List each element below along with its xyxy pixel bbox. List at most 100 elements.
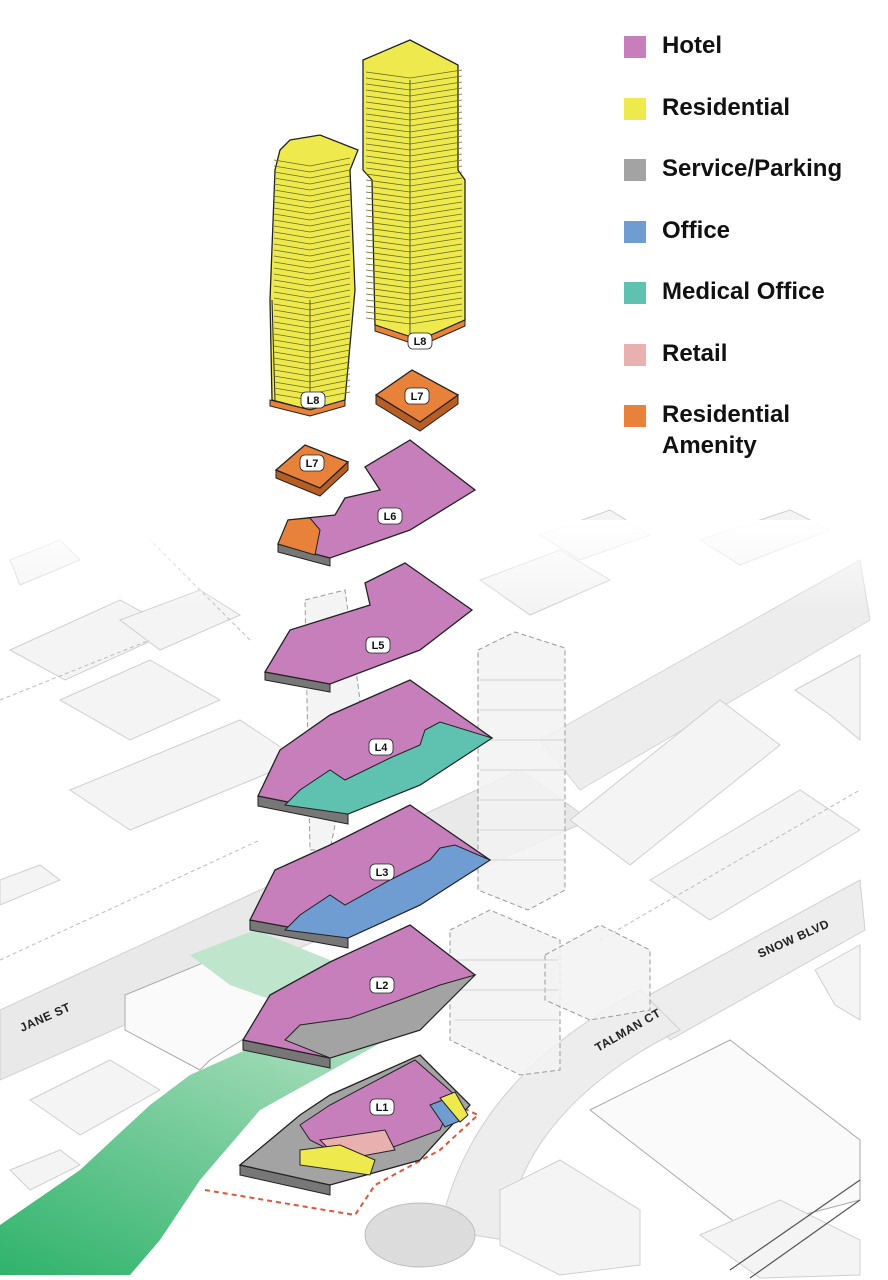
level-label-l6: L6 bbox=[377, 507, 403, 525]
tower-floor-line bbox=[273, 307, 351, 317]
tower-floor-line bbox=[273, 355, 351, 365]
svg-text:L4: L4 bbox=[375, 742, 389, 754]
svg-text:L6: L6 bbox=[384, 511, 397, 523]
tower-floor-line bbox=[365, 291, 463, 301]
tower-floor-line bbox=[365, 165, 463, 175]
tower-floor-line bbox=[365, 159, 463, 169]
legend-item-office: Office bbox=[624, 215, 730, 246]
legend-label: Office bbox=[662, 217, 731, 244]
legend-item-service-parking: Service/Parking bbox=[624, 153, 842, 184]
svg-text:L1: L1 bbox=[376, 1102, 389, 1114]
context-building bbox=[698, 1199, 861, 1279]
legend-item-retail: Retail bbox=[624, 338, 727, 369]
tower-floor-line bbox=[273, 175, 351, 185]
svg-text:L3: L3 bbox=[376, 867, 389, 879]
legend-swatch bbox=[624, 282, 646, 304]
level-label-l5: L5 bbox=[365, 636, 391, 654]
railway-line bbox=[729, 1179, 861, 1271]
tower-floor-line bbox=[365, 255, 463, 265]
level-l6 bbox=[277, 439, 477, 567]
context-building bbox=[814, 944, 861, 1021]
legend-swatch bbox=[624, 405, 646, 427]
tower-floor-line bbox=[273, 259, 351, 269]
tower-floor-line bbox=[273, 373, 351, 383]
tower-floor-line bbox=[273, 343, 351, 353]
level-l2 bbox=[241, 924, 477, 1069]
tower-floor-line bbox=[365, 189, 463, 199]
tower-floor-line bbox=[365, 297, 463, 307]
tower-floor-line bbox=[365, 171, 463, 181]
tower-floor-line bbox=[273, 283, 351, 293]
ghost-tower-floors bbox=[455, 679, 564, 1021]
legend-item-hotel: Hotel bbox=[624, 30, 722, 61]
level-label-l2: L2 bbox=[369, 976, 395, 994]
tower-floor-line bbox=[365, 99, 463, 109]
tower-floor-line bbox=[365, 201, 463, 211]
tower-floor-line bbox=[365, 213, 463, 223]
legend-swatch bbox=[624, 344, 646, 366]
tower-floor-line bbox=[273, 169, 351, 179]
cul-de-sac bbox=[364, 1202, 476, 1268]
legend-label: Residential Amenity bbox=[662, 401, 791, 459]
level-label-l8-west: L8 bbox=[300, 391, 326, 409]
tower-floor-line bbox=[365, 219, 463, 229]
tower-floor-line bbox=[273, 235, 351, 245]
level-label-l7-east: L7 bbox=[404, 387, 430, 405]
legend-swatch bbox=[624, 221, 646, 243]
level-label-l4: L4 bbox=[368, 738, 394, 756]
svg-text:L7: L7 bbox=[306, 458, 319, 470]
tower-floor-line bbox=[273, 181, 351, 191]
tower-floor-line bbox=[365, 315, 463, 325]
tower-floor-line bbox=[273, 301, 351, 311]
tower-floor-line bbox=[273, 217, 351, 227]
tower-floor-line bbox=[273, 331, 351, 341]
tower-floor-line bbox=[273, 241, 351, 251]
tower-floor-line bbox=[365, 81, 463, 91]
ghost-podium bbox=[449, 909, 561, 1076]
lot-line bbox=[0, 839, 261, 961]
context-building bbox=[0, 864, 61, 906]
tower-floor-line bbox=[365, 93, 463, 103]
tower-floor-line bbox=[365, 117, 463, 127]
tower-floor-line bbox=[365, 231, 463, 241]
tower-floor-line bbox=[365, 87, 463, 97]
context-building bbox=[9, 1149, 81, 1191]
tower-floor-line bbox=[273, 247, 351, 257]
legend-swatch bbox=[624, 98, 646, 120]
tower-floor-line bbox=[365, 111, 463, 121]
tower-floor-line bbox=[365, 147, 463, 157]
legend-item-residential: Residential bbox=[624, 92, 790, 123]
tower-floor-line bbox=[273, 361, 351, 371]
context-building bbox=[499, 1159, 641, 1276]
level-l5 bbox=[263, 562, 474, 693]
tower-floor-line bbox=[273, 193, 351, 203]
context-building bbox=[649, 789, 861, 921]
tower-floor-line bbox=[273, 205, 351, 215]
tower-floor-line bbox=[365, 273, 463, 283]
legend-item-residential-amenity: Residential Amenity bbox=[624, 399, 790, 461]
context-building bbox=[29, 1059, 161, 1136]
tower-floor-line bbox=[273, 229, 351, 239]
level-label-l7-west: L7 bbox=[299, 454, 325, 472]
tower-floor-line bbox=[365, 153, 463, 163]
lot-line bbox=[599, 789, 861, 941]
tower-floor-line bbox=[273, 313, 351, 323]
tower-floor-line bbox=[365, 75, 463, 85]
tower-floor-line bbox=[365, 285, 463, 295]
context-map bbox=[0, 509, 871, 1279]
level-label-l3: L3 bbox=[369, 863, 395, 881]
legend-swatch bbox=[624, 159, 646, 181]
tower-floor-line bbox=[273, 277, 351, 287]
svg-text:L7: L7 bbox=[411, 391, 424, 403]
tower-floor-line bbox=[273, 289, 351, 299]
legend-label: Medical Office bbox=[662, 278, 825, 305]
tower-floor-line bbox=[365, 123, 463, 133]
tower-floor-line bbox=[365, 105, 463, 115]
context-building bbox=[569, 699, 781, 866]
tower-floor-line bbox=[273, 157, 351, 167]
tower-floor-line bbox=[365, 225, 463, 235]
tower-floor-line bbox=[365, 249, 463, 259]
tower-floor-line bbox=[365, 207, 463, 217]
tower-floor-line bbox=[273, 199, 351, 209]
